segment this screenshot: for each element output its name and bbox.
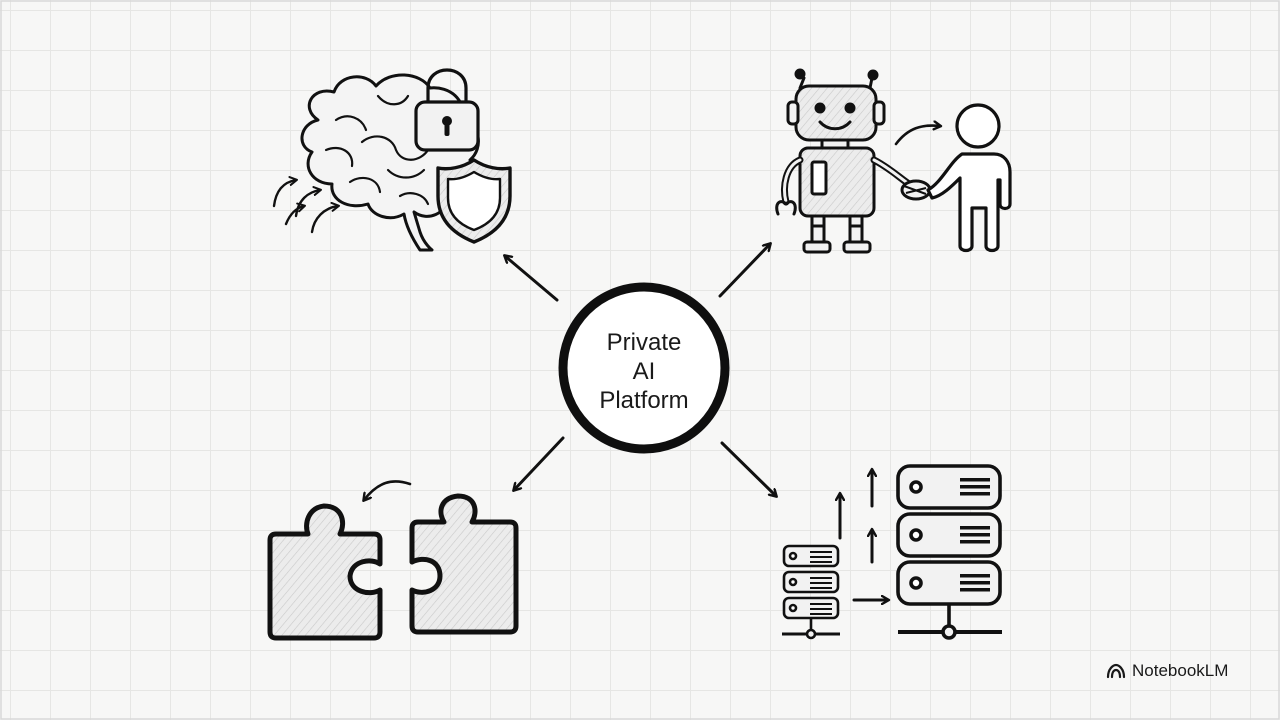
padlock-icon [414,68,480,152]
incoming-arrows-icon [272,176,340,234]
arrow-to-top-left [505,256,559,302]
brand-watermark: NotebookLM [1106,660,1228,682]
robot-icon [775,68,916,254]
small-server-icon [782,544,840,640]
brand-name: NotebookLM [1132,661,1229,680]
secure-brain-group [272,68,512,252]
arrow-to-top-right [718,244,770,298]
hub-label-line-1: Private [606,329,682,356]
server-rack-icon [896,464,1002,640]
shield-icon [436,158,512,244]
robot-human-group [775,68,1012,254]
hub-label-line-2: AI [632,358,656,385]
hub-label: Private AI Platform [566,328,722,415]
scale-up-arrows-icon [840,470,888,600]
flow-arrow-icon [894,126,940,146]
person-icon [926,103,1012,253]
arrow-to-bottom-right [720,441,776,496]
hub-circle [558,282,730,454]
handshake-icon [900,179,932,201]
notebooklm-logo-icon [1106,663,1126,679]
fit-arrow-icon [364,480,412,500]
arrow-to-bottom-left [514,436,565,490]
puzzle-pieces-icon [267,493,519,641]
hub-label-line-3: Platform [599,387,689,414]
